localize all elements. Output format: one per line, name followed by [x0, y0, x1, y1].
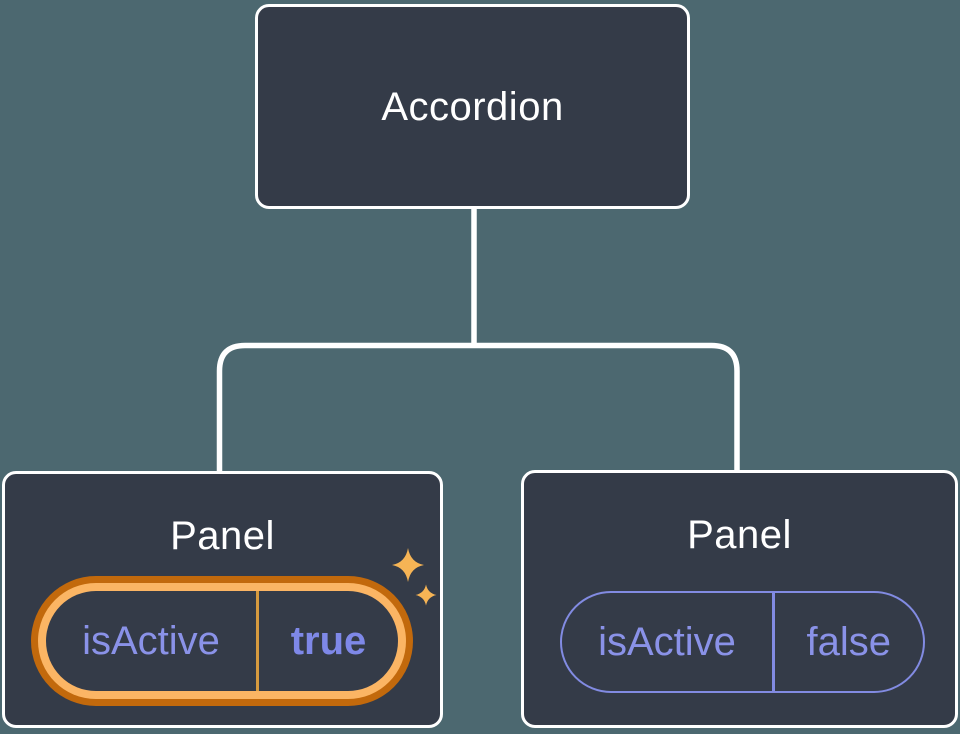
prop-value-label: true [290, 618, 367, 663]
prop-name-label: isActive [82, 618, 220, 663]
panel-node-label: Panel [687, 513, 792, 557]
prop-name-label: isActive [598, 619, 736, 664]
sparkle-small [415, 584, 437, 606]
pill-divider [256, 591, 259, 691]
connector-branch [216, 342, 740, 474]
prop-value-label: false [806, 619, 892, 664]
prop-pill-inactive: isActive false [560, 591, 925, 693]
prop-pill-active-body: isActive true [46, 591, 398, 691]
panel-node-label: Panel [170, 514, 275, 558]
sparkles-icon [392, 548, 437, 606]
prop-pill-active: isActive true [31, 576, 413, 706]
panel-node-inactive: Panel isActive false [521, 470, 958, 728]
prop-pill-active-ring: isActive true [38, 583, 406, 699]
accordion-node-label: Accordion [381, 84, 564, 129]
pill-divider [772, 593, 775, 691]
panel-node-active: Panel isActive true [2, 471, 443, 728]
sparkle-large [392, 548, 424, 582]
accordion-node: Accordion [255, 4, 690, 209]
